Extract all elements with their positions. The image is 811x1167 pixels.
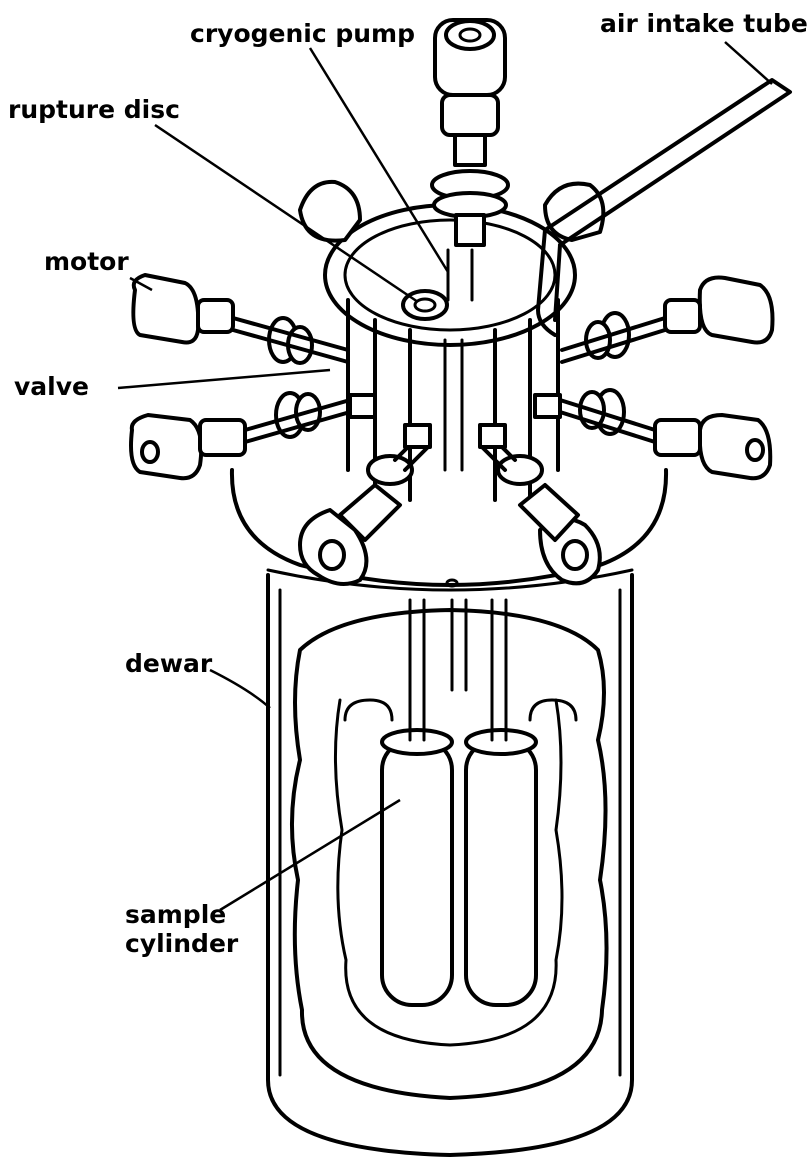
motor-right-upper	[560, 275, 775, 364]
leader-air-intake-tube	[724, 41, 773, 85]
leader-cryogenic-pump	[308, 47, 450, 273]
motor-right-lower	[533, 388, 773, 481]
cryogenic-pump	[430, 18, 510, 302]
dewar-lid	[229, 468, 669, 592]
leader-sample-cylinder	[219, 798, 401, 912]
label-valve: valve	[14, 372, 89, 401]
leader-rupture-disc	[154, 123, 419, 304]
label-air-intake-tube: air intake tube	[600, 9, 808, 38]
label-rupture-disc: rupture disc	[8, 95, 180, 124]
label-cryogenic-pump: cryogenic pump	[190, 19, 415, 48]
pump-head	[298, 179, 606, 502]
motor-left-lower	[129, 391, 377, 481]
motor-left-upper	[131, 273, 350, 365]
label-sample: sample	[125, 900, 226, 929]
dewar-vessel	[266, 573, 634, 1157]
leader-lines	[117, 41, 773, 912]
label-dewar: dewar	[125, 649, 213, 678]
motor-left-front	[298, 423, 432, 586]
motor-right-front	[478, 423, 602, 586]
label-cylinder: cylinder	[125, 929, 239, 958]
leader-motor	[129, 276, 153, 292]
sample-cylinders	[343, 598, 578, 1007]
label-motor: motor	[44, 247, 129, 276]
air-intake-tube	[536, 78, 792, 337]
labels: cryogenic pump air intake tube rupture d…	[8, 9, 808, 958]
leader-valve	[117, 368, 331, 390]
leader-dewar	[209, 668, 271, 709]
